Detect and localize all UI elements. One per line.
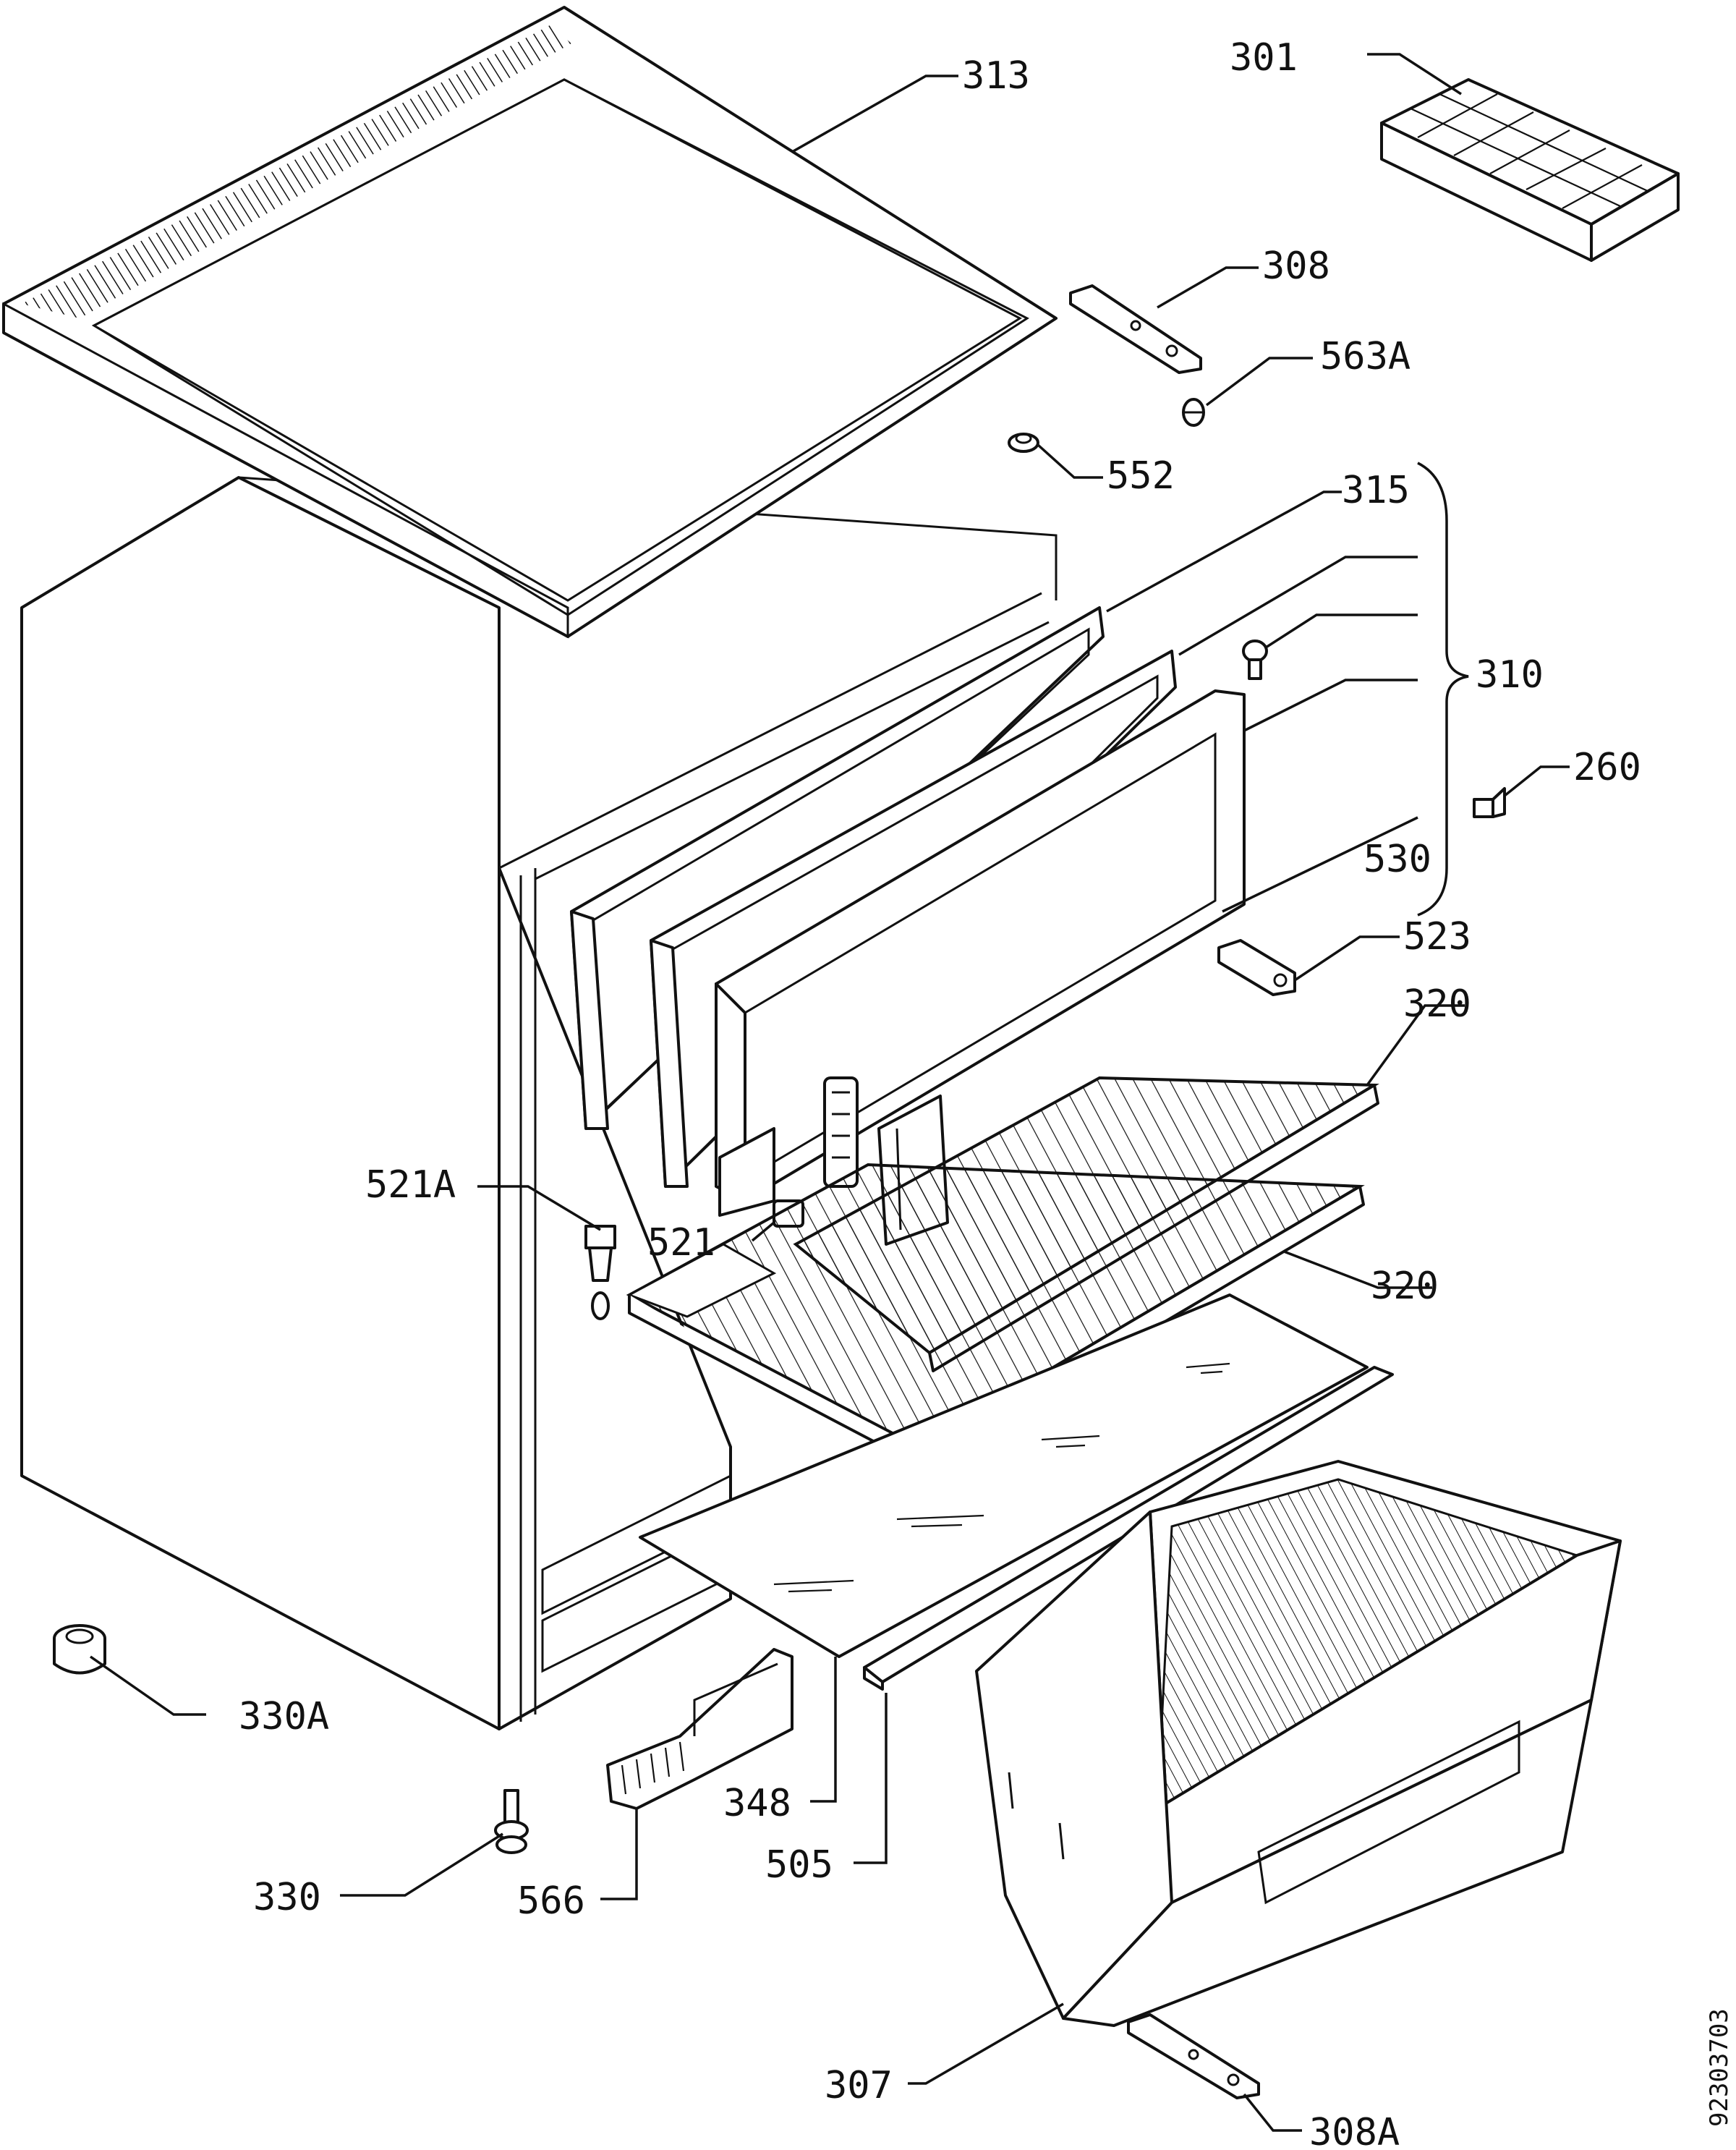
glass-shelf: [639, 1293, 1369, 1658]
hinge-bottom: [1127, 2013, 1260, 2099]
label-330a: 330A: [239, 1695, 329, 1738]
ice-tray: [1380, 78, 1680, 262]
top-cover: [2, 6, 1058, 639]
foot-330a: [53, 1624, 106, 1675]
label-563a: 563A: [1320, 335, 1410, 378]
clip-260: [1473, 787, 1506, 818]
label-315: 315: [1342, 469, 1410, 512]
label-320-lower: 320: [1371, 1265, 1439, 1308]
lamp-holder: [823, 1076, 859, 1188]
label-505: 505: [765, 1843, 833, 1887]
screw-563a: [1182, 398, 1205, 427]
label-523: 523: [1403, 915, 1471, 959]
cap-552: [1008, 433, 1039, 453]
label-566: 566: [517, 1879, 585, 1923]
label-260: 260: [1573, 746, 1641, 789]
label-308: 308: [1262, 245, 1330, 288]
hinge-pin-523: [1217, 939, 1296, 996]
label-348: 348: [723, 1782, 791, 1825]
bracket-566: [606, 1648, 793, 1810]
label-310: 310: [1476, 653, 1544, 697]
cabinet-body: [20, 476, 1058, 1730]
leveling-foot-330: [494, 1789, 529, 1854]
label-313: 313: [962, 54, 1030, 98]
screw-310: [1242, 640, 1268, 680]
label-320-upper: 320: [1403, 982, 1471, 1026]
label-521: 521: [647, 1221, 715, 1265]
hinge-top: [1069, 284, 1202, 374]
leader-lines: [90, 53, 1570, 2132]
lamp-521a: [584, 1225, 616, 1320]
label-330: 330: [253, 1876, 321, 1919]
crisper-drawer: [975, 1460, 1622, 2027]
label-308a: 308A: [1309, 2111, 1400, 2150]
freezer-door-530: [715, 689, 1246, 1217]
glass-shelf-trim: [863, 1366, 1394, 1691]
label-301: 301: [1230, 36, 1298, 80]
drawing-code: 92303703: [1705, 2008, 1734, 2127]
label-530: 530: [1363, 838, 1431, 881]
label-552: 552: [1107, 454, 1175, 498]
label-521a: 521A: [365, 1163, 456, 1207]
part-labels: 313 301 308 563A 552 315 310 260 530 523…: [239, 36, 1641, 2150]
label-307: 307: [825, 2064, 893, 2107]
